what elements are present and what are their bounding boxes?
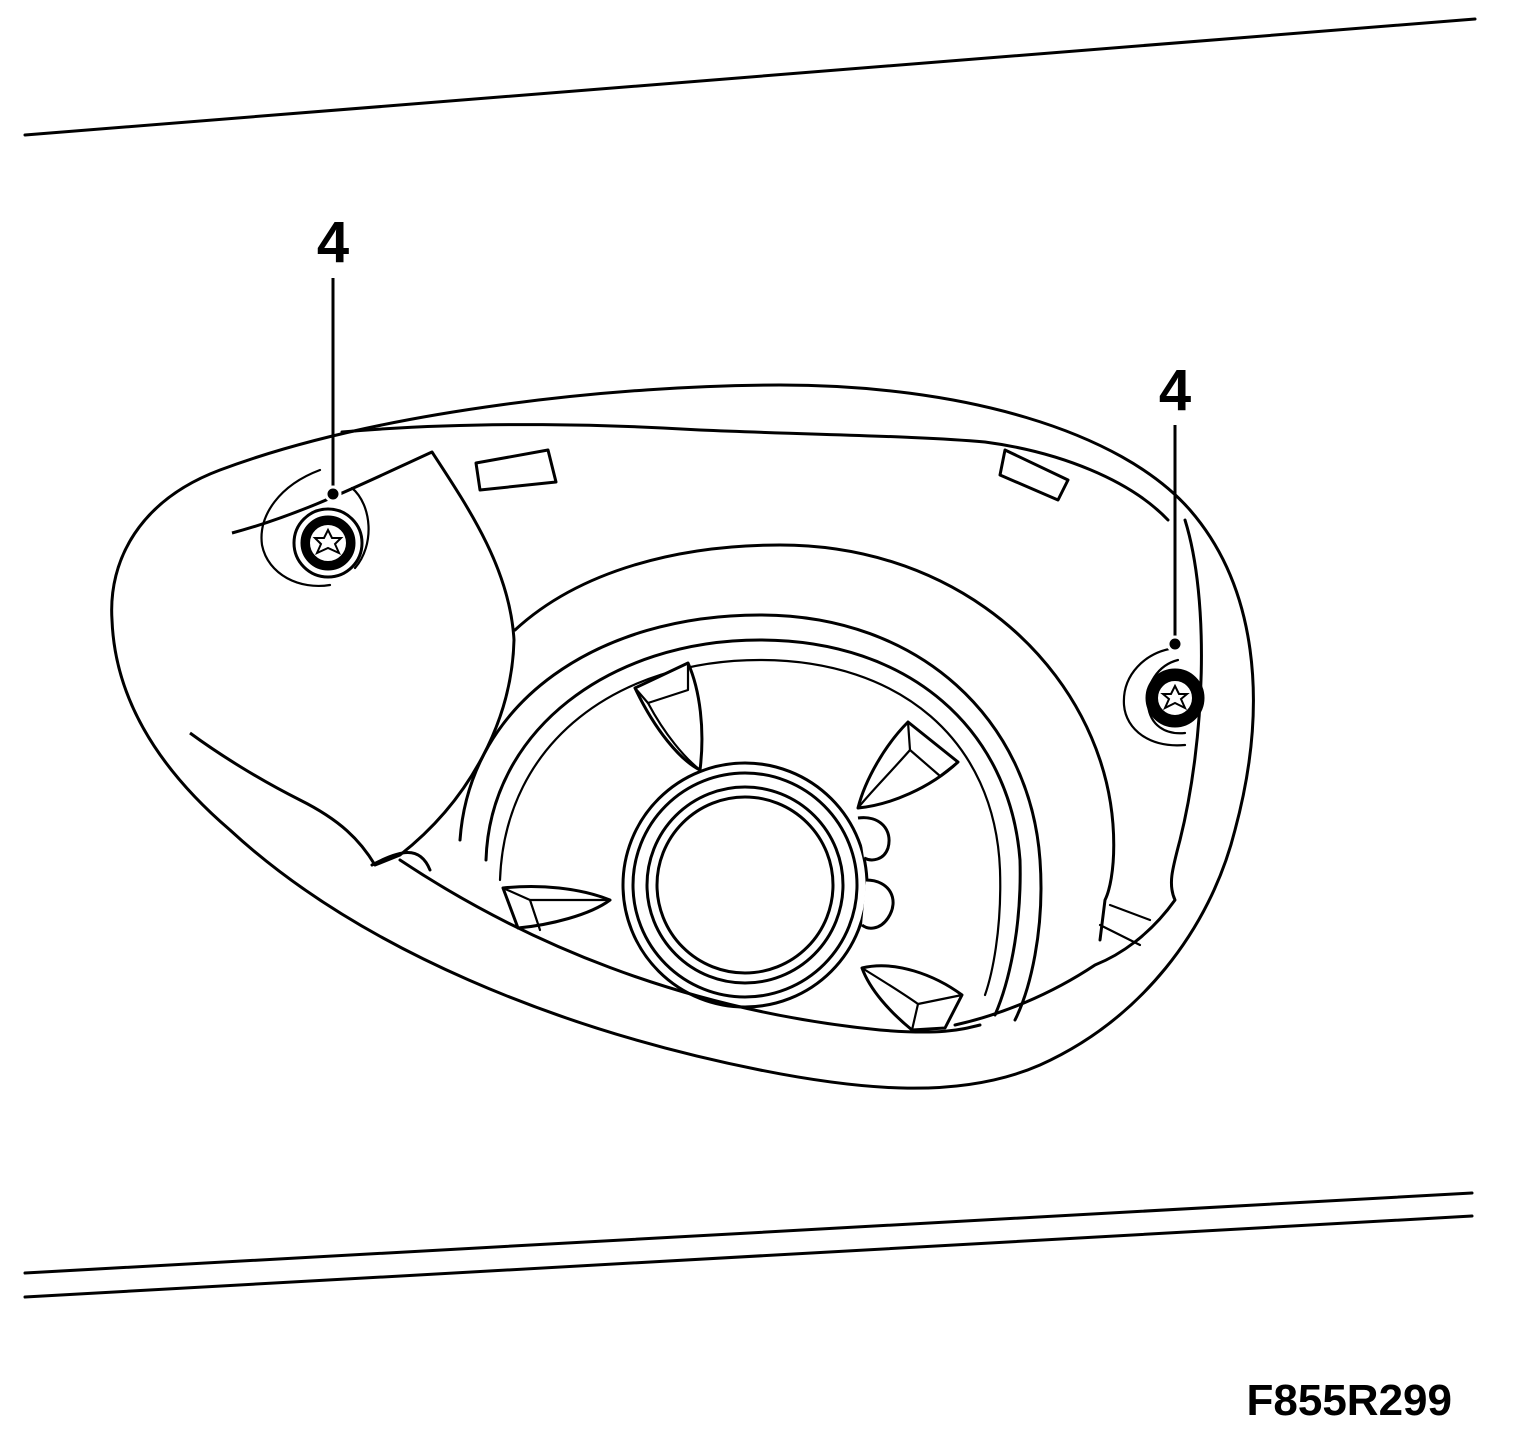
bayonet-notch-lower <box>861 878 895 930</box>
housing-inner-rim <box>340 423 1170 522</box>
flap-outline <box>189 450 516 867</box>
upper-panel-line <box>23 17 1477 137</box>
housing-bottom-inner-edge <box>398 858 982 1034</box>
filler-neck-bore <box>655 795 835 975</box>
callout-dot-left <box>324 485 342 503</box>
filler-neck-ring-3 <box>645 785 845 985</box>
flap-lower-edge <box>370 851 432 872</box>
bolt-left-boss-inner <box>350 486 370 570</box>
cavity-rib-1 <box>1108 903 1152 922</box>
figure-code: F855R299 <box>1247 1376 1452 1425</box>
bolt-left-boss <box>260 468 332 588</box>
locking-lug-top <box>633 661 704 772</box>
cavity-ring-2 <box>458 613 1043 1022</box>
cavity-rib-2 <box>1098 923 1142 947</box>
body-panel-lines <box>23 17 1477 1299</box>
callout-label-left: 4 <box>317 210 349 275</box>
bolt-right-boss <box>1122 646 1187 747</box>
filler-neck-assembly <box>458 448 1152 1032</box>
callout-leaders <box>324 278 1184 653</box>
bolt-right <box>1122 646 1205 747</box>
bolt-upper-left <box>260 468 370 588</box>
rim-tab-left <box>474 448 558 492</box>
locking-lug-left <box>501 885 612 932</box>
rim-tab-right <box>998 448 1070 502</box>
callout-dot-right <box>1166 635 1184 653</box>
torx-right-icon <box>1160 683 1190 711</box>
cavity-outer-ring <box>513 543 1116 942</box>
hinge-flap <box>189 450 516 872</box>
locking-lug-right-bottom <box>860 964 964 1032</box>
cavity-ring-4 <box>498 658 1002 997</box>
callout-label-right: 4 <box>1159 358 1191 423</box>
cavity-ring-3 <box>484 638 1022 1017</box>
lower-panel-line-2 <box>23 1214 1474 1299</box>
lower-panel-line-1 <box>23 1191 1474 1275</box>
locking-lug-right-top <box>856 720 960 810</box>
torx-left-icon <box>312 527 344 555</box>
bayonet-notch-upper <box>857 816 891 862</box>
housing-right-inner-edge <box>953 518 1203 1027</box>
filler-neck-ring-2 <box>631 771 859 999</box>
